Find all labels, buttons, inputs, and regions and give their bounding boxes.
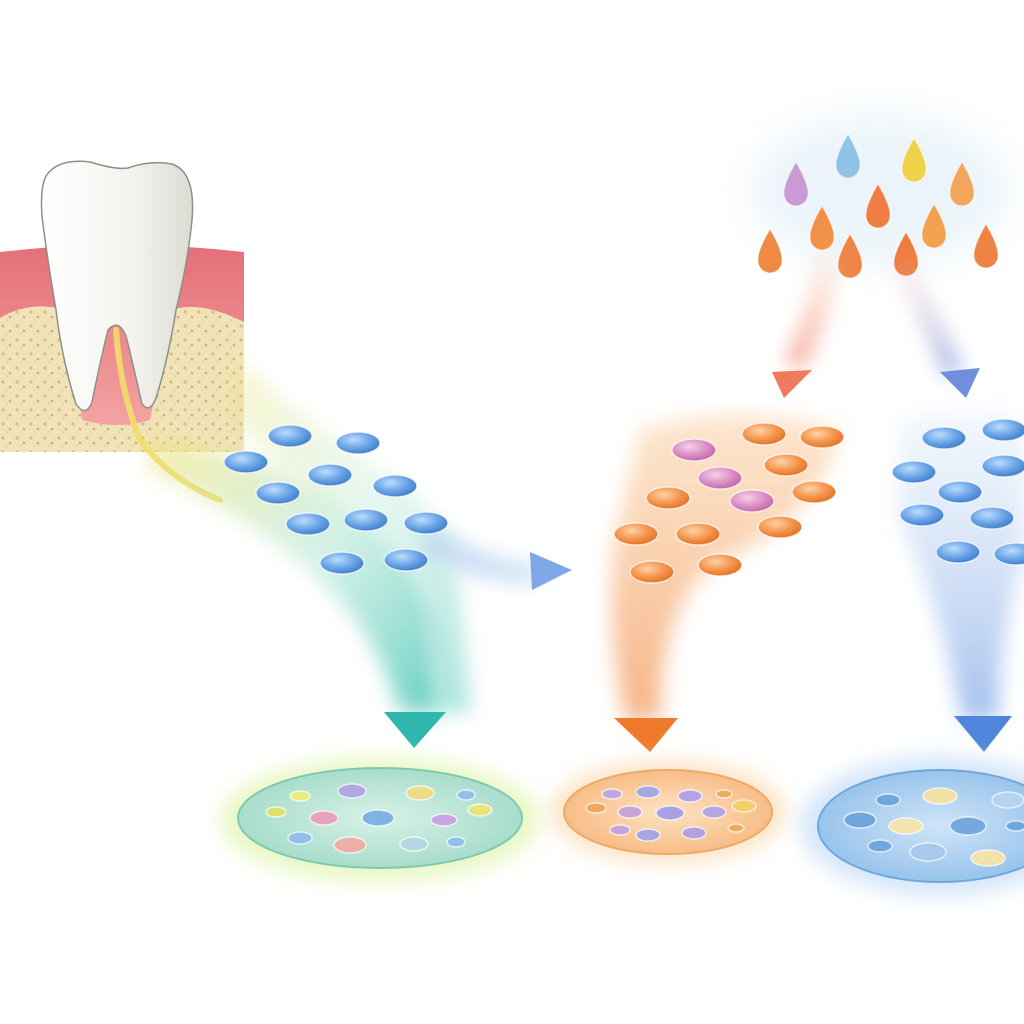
arrow-head-right xyxy=(530,552,572,590)
blue-cell xyxy=(319,551,365,575)
dish-cell xyxy=(309,810,339,826)
orange-cell xyxy=(675,522,721,546)
blue-cell xyxy=(981,454,1024,478)
dish-cell xyxy=(727,823,745,833)
orange-cell xyxy=(613,522,659,546)
dish-cell xyxy=(446,836,466,848)
orange-cell xyxy=(763,453,809,477)
dish-cell xyxy=(681,826,707,840)
blue-cell xyxy=(981,418,1024,442)
blue-cell xyxy=(255,481,301,505)
blue-cell xyxy=(267,424,313,448)
stream-to-orange-cluster xyxy=(420,520,572,590)
pink-cell xyxy=(671,438,717,462)
blue-cell xyxy=(335,431,381,455)
dish-cell xyxy=(909,842,947,862)
dish-cell xyxy=(361,809,395,827)
droplet xyxy=(901,137,927,183)
blue-cell xyxy=(372,474,418,498)
dish-cell xyxy=(635,785,661,799)
dish-cell xyxy=(949,816,987,836)
droplet xyxy=(921,203,947,249)
culture-dish-green xyxy=(220,758,540,882)
dish-cell xyxy=(585,802,607,814)
dish-cell xyxy=(333,836,367,854)
arrow-head-green xyxy=(384,712,446,748)
droplet xyxy=(865,183,891,229)
droplet xyxy=(835,133,861,179)
droplet xyxy=(837,233,863,279)
pink-cell xyxy=(697,466,743,490)
dish-cell xyxy=(677,789,703,803)
blue-cell xyxy=(921,426,967,450)
orange-cell xyxy=(741,422,787,446)
dish-cell xyxy=(467,803,493,817)
dish-cell xyxy=(399,836,429,852)
dish-cell xyxy=(601,788,623,800)
dish-cell xyxy=(922,787,958,805)
dish-cell xyxy=(635,828,661,842)
dish-cell xyxy=(867,839,893,853)
droplet xyxy=(757,228,783,274)
culture-dish-blue xyxy=(800,756,1024,896)
droplet xyxy=(973,223,999,269)
culture-dish-orange xyxy=(550,760,786,864)
dish-cell xyxy=(287,831,313,845)
growth-factor-droplets xyxy=(750,115,1010,279)
dish-cell xyxy=(655,805,685,821)
dish-cell xyxy=(430,813,458,827)
blue-right-stream xyxy=(900,410,1024,752)
blue-cell xyxy=(937,480,983,504)
blue-cell-cluster-right xyxy=(891,418,1024,566)
blue-cell xyxy=(223,450,269,474)
blue-cell xyxy=(899,503,945,527)
arrow-head-blue xyxy=(954,716,1012,752)
orange-cell xyxy=(697,553,743,577)
dish-cell xyxy=(843,811,877,829)
blue-cell xyxy=(403,511,449,535)
blue-cell xyxy=(383,548,429,572)
dish-cell xyxy=(405,785,435,801)
dish-cell xyxy=(701,805,727,819)
pink-cell xyxy=(729,489,775,513)
tooth-in-gum xyxy=(0,160,244,503)
orange-cell xyxy=(629,560,675,584)
blue-cell xyxy=(343,508,389,532)
dish-cell xyxy=(991,791,1024,809)
droplet-arrow-left xyxy=(772,250,840,398)
dish-cell xyxy=(265,806,287,818)
dish-cell xyxy=(617,805,643,819)
dish-cell xyxy=(888,817,924,835)
orange-cell-cluster xyxy=(613,422,845,584)
dish-cell xyxy=(609,824,631,836)
dish-cell xyxy=(337,783,367,799)
orange-cell xyxy=(645,486,691,510)
droplet xyxy=(949,161,975,207)
dish-cell xyxy=(875,793,901,807)
arrow-head-orange xyxy=(614,718,678,752)
orange-cell xyxy=(757,515,803,539)
dish-cell xyxy=(1005,820,1024,832)
orange-cell xyxy=(791,480,837,504)
dish-cell xyxy=(715,789,733,799)
droplet xyxy=(783,161,809,207)
blue-cell xyxy=(285,512,331,536)
blue-cell xyxy=(307,463,353,487)
blue-cell xyxy=(993,542,1024,566)
orange-cell xyxy=(799,425,845,449)
tooth-crown xyxy=(40,160,194,412)
blue-cell xyxy=(891,460,937,484)
blue-cell xyxy=(969,506,1015,530)
blue-cell-cluster xyxy=(223,424,449,575)
dish-cell xyxy=(731,799,757,813)
droplet-arrow-right xyxy=(892,260,980,398)
dish-cell xyxy=(970,849,1006,867)
dish-cell xyxy=(456,789,476,801)
dish-cell xyxy=(289,790,311,802)
blue-cell xyxy=(935,540,981,564)
